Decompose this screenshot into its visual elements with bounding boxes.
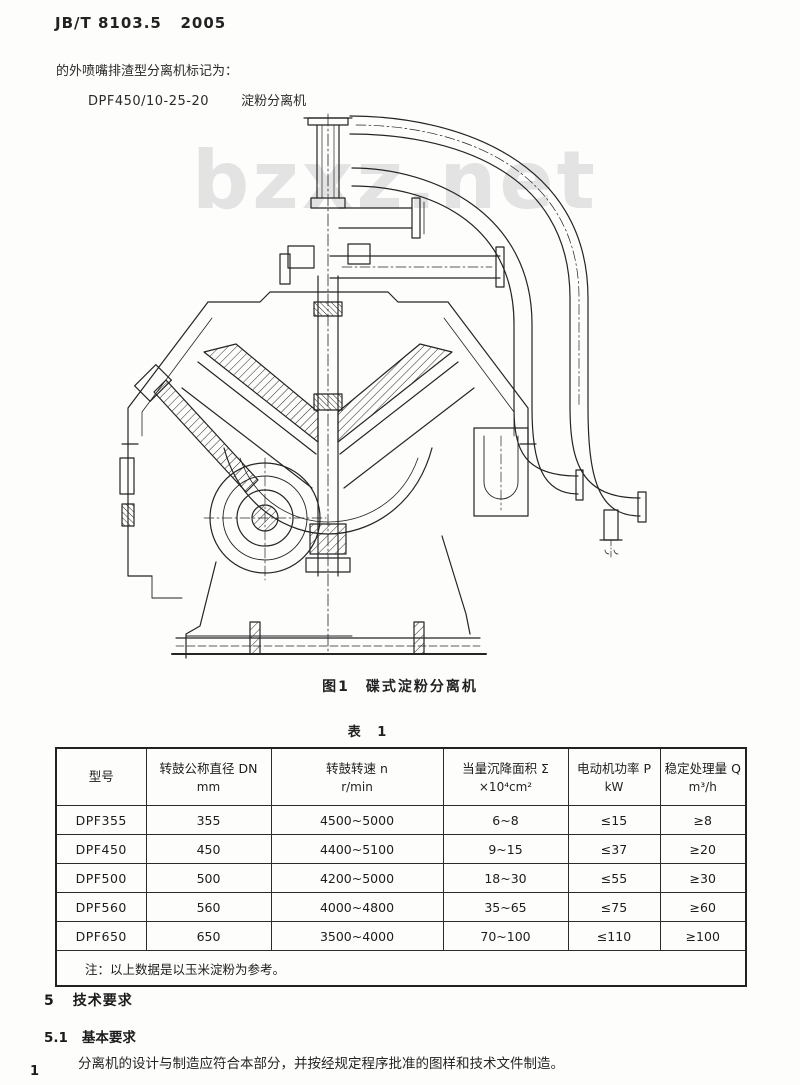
table-row: DPF355 355 4500~5000 6~8 ≤15 ≥8 (55, 805, 747, 835)
table-cell: DPF650 (55, 921, 147, 951)
table-cell: ≤75 (567, 892, 661, 922)
table-row: DPF500 500 4200~5000 18~30 ≤55 ≥30 (55, 863, 747, 893)
table-cell: 355 (145, 805, 272, 835)
designation-name: 淀粉分离机 (241, 94, 307, 109)
table-cell: ≤37 (567, 834, 661, 864)
page-number: 1 (30, 1064, 40, 1079)
col-header-settling-area: 当量沉降面积 Σ ×10⁴cm² (442, 747, 569, 806)
separator-cross-section-drawing (119, 113, 647, 659)
table-cell: ≥8 (659, 805, 747, 835)
table-cell: DPF500 (55, 863, 147, 893)
table-row: DPF450 450 4400~5100 9~15 ≤37 ≥20 (55, 834, 747, 864)
table-cell: 70~100 (442, 921, 569, 951)
table-cell: DPF450 (55, 834, 147, 864)
figure-1: bzxz.net (112, 106, 660, 671)
doc-number: JB/T 8103.5 2005 (55, 14, 227, 32)
col-header-drum-speed: 转鼓转速 n r/min (270, 747, 444, 806)
table-cell: ≤55 (567, 863, 661, 893)
table-cell: 4500~5000 (270, 805, 444, 835)
table-cell: 500 (145, 863, 272, 893)
table-note: 注：以上数据是以玉米淀粉为参考。 (55, 950, 747, 987)
intro-text: 的外喷嘴排渣型分离机标记为： (56, 64, 239, 79)
col-header-drum-diameter: 转鼓公称直径 DN mm (145, 747, 272, 806)
table-row: DPF560 560 4000~4800 35~65 ≤75 ≥60 (55, 892, 747, 922)
table-cell: 4200~5000 (270, 863, 444, 893)
table-cell: 4000~4800 (270, 892, 444, 922)
section-number: 5 (44, 993, 55, 1009)
col-header-capacity: 稳定处理量 Q m³/h (659, 747, 747, 806)
section-title: 技术要求 (72, 993, 133, 1009)
table-cell: 9~15 (442, 834, 569, 864)
table-cell: DPF355 (55, 805, 147, 835)
table-cell: 560 (145, 892, 272, 922)
spec-table: 型号 转鼓公称直径 DN mm 转鼓转速 n r/min 当量沉降面积 Σ ×1… (55, 747, 747, 987)
table-cell: ≤110 (567, 921, 661, 951)
table-title: 表 1 (347, 725, 393, 740)
table-cell: 650 (145, 921, 272, 951)
table-cell: DPF560 (55, 892, 147, 922)
table-cell: ≥30 (659, 863, 747, 893)
designation-line: DPF450/10-25-20 淀粉分离机 (88, 90, 306, 109)
table-cell: ≥100 (659, 921, 747, 951)
section-5-heading: 5 技术要求 (44, 990, 133, 1010)
table-cell: ≥60 (659, 892, 747, 922)
table-cell: ≤15 (567, 805, 661, 835)
section-number: 5.1 (44, 1030, 68, 1046)
designation-code: DPF450/10-25-20 (88, 94, 210, 109)
figure-caption: 图1 碟式淀粉分离机 (322, 679, 478, 695)
col-header-model: 型号 (55, 747, 147, 806)
table-note-row: 注：以上数据是以玉米淀粉为参考。 (55, 950, 747, 987)
table-cell: 35~65 (442, 892, 569, 922)
watermark-text: bzxz.net (192, 134, 598, 227)
table-cell: 3500~4000 (270, 921, 444, 951)
table-cell: 4400~5100 (270, 834, 444, 864)
section-title: 基本要求 (81, 1030, 136, 1046)
section-5-1-body: 分离机的设计与制造应符合本部分，并按经规定程序批准的图样和技术文件制造。 (78, 1056, 564, 1072)
table-header-row: 型号 转鼓公称直径 DN mm 转鼓转速 n r/min 当量沉降面积 Σ ×1… (55, 747, 747, 806)
table-cell: 450 (145, 834, 272, 864)
table-cell: 6~8 (442, 805, 569, 835)
table-cell: ≥20 (659, 834, 747, 864)
col-header-motor-power: 电动机功率 P kW (567, 747, 661, 806)
table-row: DPF650 650 3500~4000 70~100 ≤110 ≥100 (55, 921, 747, 951)
table-cell: 18~30 (442, 863, 569, 893)
section-5-1-heading: 5.1 基本要求 (44, 1026, 136, 1046)
